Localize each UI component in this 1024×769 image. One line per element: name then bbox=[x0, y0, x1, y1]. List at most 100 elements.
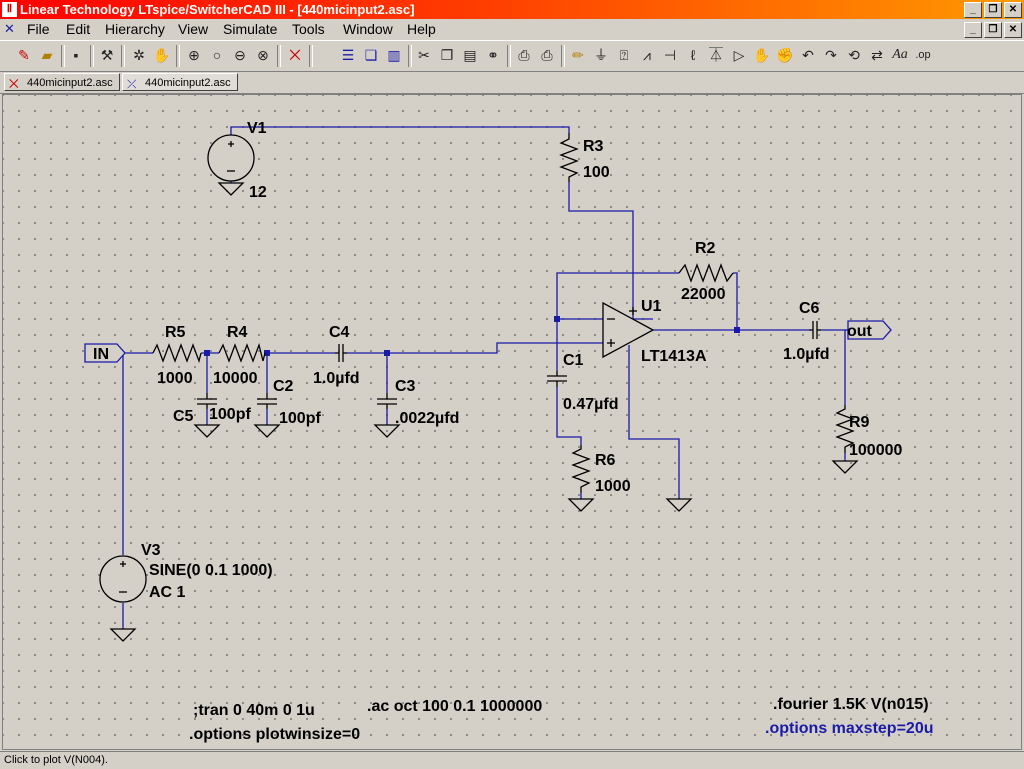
wire-u1-gnd[interactable] bbox=[628, 345, 680, 499]
r5-ref-label[interactable]: R5 bbox=[165, 324, 186, 341]
r2-value-label[interactable]: 22000 bbox=[681, 286, 726, 303]
print-setup-icon[interactable]: ⎙ bbox=[518, 47, 530, 63]
doc-minimize-button[interactable]: _ bbox=[964, 22, 982, 38]
cut-icon[interactable]: ✂ bbox=[418, 47, 430, 63]
waveform-icon[interactable]: ⨉ bbox=[289, 47, 301, 63]
c4-ref-label[interactable]: C4 bbox=[329, 324, 350, 341]
tab-waveform[interactable]: ⨉ 440micinput2.asc bbox=[4, 73, 120, 91]
c3-ground-icon[interactable] bbox=[373, 424, 401, 438]
doc-close-button[interactable]: ✕ bbox=[1004, 22, 1022, 38]
control-panel-icon[interactable]: ⚒ bbox=[100, 47, 114, 63]
c6-ref-label[interactable]: C6 bbox=[799, 300, 820, 317]
ltspice-app-icon[interactable]: Ⅱ bbox=[2, 2, 17, 17]
ac-directive[interactable]: .ac oct 100 0.1 1000000 bbox=[367, 698, 542, 715]
r6-value-label[interactable]: 1000 bbox=[595, 478, 631, 495]
capacitor-icon[interactable]: ⊣ bbox=[663, 47, 677, 63]
minimize-button[interactable]: _ bbox=[964, 2, 982, 18]
copy-icon[interactable]: ❐ bbox=[440, 47, 454, 63]
component-icon[interactable]: ▷ bbox=[733, 47, 745, 63]
r6-resistor[interactable] bbox=[571, 445, 591, 493]
cascade-icon[interactable]: ❏ bbox=[364, 47, 378, 63]
menu-tools[interactable]: Tools bbox=[292, 21, 325, 37]
print-icon[interactable]: ⎙ bbox=[541, 47, 553, 63]
v3-value-line2[interactable]: AC 1 bbox=[149, 584, 186, 601]
ground-icon[interactable]: ⏚ bbox=[594, 47, 608, 63]
tran-directive[interactable]: ;tran 0 40m 0 1u bbox=[193, 702, 315, 719]
v3-value-line1[interactable]: SINE(0 0.1 1000) bbox=[149, 562, 273, 579]
v1-ground-icon[interactable] bbox=[217, 182, 245, 196]
u1-ground-icon[interactable] bbox=[665, 498, 693, 512]
r9-ground-icon[interactable] bbox=[831, 460, 859, 474]
options-maxstep-directive[interactable]: .options maxstep=20u bbox=[765, 720, 934, 737]
c2-capacitor[interactable] bbox=[257, 393, 277, 409]
out-net-flag[interactable] bbox=[847, 320, 892, 340]
wire-c4-u1[interactable] bbox=[347, 342, 603, 354]
menu-window[interactable]: Window bbox=[343, 21, 393, 37]
tab-schematic[interactable]: ⤫ 440micinput2.asc bbox=[122, 73, 238, 91]
r2-ref-label[interactable]: R2 bbox=[695, 240, 716, 257]
wire-c1-r6[interactable] bbox=[556, 387, 582, 445]
fourier-directive[interactable]: .fourier 1.5K V(n015) bbox=[773, 696, 929, 713]
wire-icon[interactable]: ✏ bbox=[572, 47, 584, 63]
save-icon[interactable]: ▪ bbox=[73, 47, 79, 63]
v3-ref-label[interactable]: V3 bbox=[141, 542, 161, 559]
u1-ref-label[interactable]: U1 bbox=[641, 298, 662, 315]
c6-capacitor[interactable] bbox=[809, 321, 821, 339]
doc-restore-button[interactable]: ❐ bbox=[984, 22, 1002, 38]
zoom-in-icon[interactable]: ⊕ bbox=[188, 47, 200, 63]
zoom-out-icon[interactable]: ⊖ bbox=[234, 47, 246, 63]
c3-capacitor[interactable] bbox=[377, 393, 397, 409]
menu-edit[interactable]: Edit bbox=[66, 21, 91, 37]
open-icon[interactable]: ▰ bbox=[41, 47, 53, 63]
out-net-label[interactable]: out bbox=[847, 323, 873, 340]
wire-c6-r9[interactable] bbox=[821, 329, 846, 405]
u1-opamp[interactable] bbox=[602, 301, 655, 359]
c5-ref-label[interactable]: C5 bbox=[173, 408, 194, 425]
c5-ground-icon[interactable] bbox=[193, 424, 221, 438]
inductor-icon[interactable]: ℓ bbox=[690, 47, 696, 63]
maximize-button[interactable]: ❐ bbox=[984, 2, 1002, 18]
new-schematic-icon[interactable]: ✎ bbox=[18, 47, 30, 63]
r2-resistor[interactable] bbox=[678, 263, 734, 283]
paste-icon[interactable]: ▤ bbox=[463, 47, 477, 63]
r3-resistor[interactable] bbox=[559, 133, 579, 182]
mirror-icon[interactable]: ⇄ bbox=[871, 47, 883, 63]
find-icon[interactable]: ⚭ bbox=[487, 47, 499, 63]
c2-ground-icon[interactable] bbox=[253, 424, 281, 438]
pan-icon[interactable]: ✋ bbox=[153, 47, 171, 63]
c2-value-label[interactable]: 100pf bbox=[279, 410, 321, 427]
options-plotwinsize-directive[interactable]: .options plotwinsize=0 bbox=[189, 726, 360, 743]
rotate-icon[interactable]: ⟲ bbox=[848, 47, 860, 63]
tile-horizontal-icon[interactable]: ☰ bbox=[341, 47, 355, 63]
c2-ref-label[interactable]: C2 bbox=[273, 378, 294, 395]
close-button[interactable]: ✕ bbox=[1004, 2, 1022, 18]
r3-value-label[interactable]: 100 bbox=[583, 164, 610, 181]
r6-ground-icon[interactable] bbox=[567, 498, 595, 512]
c1-capacitor[interactable] bbox=[547, 371, 567, 387]
r5-resistor[interactable] bbox=[152, 343, 202, 364]
c6-value-label[interactable]: 1.0µfd bbox=[783, 346, 830, 363]
c3-value-label[interactable]: .0022µfd bbox=[395, 410, 459, 427]
c4-capacitor[interactable] bbox=[335, 344, 347, 362]
v1-voltage-source[interactable] bbox=[207, 134, 255, 182]
wire-r2-left[interactable] bbox=[556, 272, 679, 319]
zoom-fit-icon[interactable]: ⊗ bbox=[257, 47, 269, 63]
c4-value-label[interactable]: 1.0µfd bbox=[313, 370, 360, 387]
in-net-flag[interactable] bbox=[84, 343, 126, 363]
drag-icon[interactable]: ✊ bbox=[776, 47, 794, 63]
wire-r3-u1plus[interactable] bbox=[568, 182, 653, 320]
r6-ref-label[interactable]: R6 bbox=[595, 452, 616, 469]
r5-value-label[interactable]: 1000 bbox=[157, 370, 193, 387]
wire-v1-r3[interactable] bbox=[230, 126, 570, 141]
spice-directive-icon[interactable]: .op bbox=[915, 49, 931, 61]
v1-ref-label[interactable]: V1 bbox=[247, 120, 267, 137]
diode-icon[interactable]: ⏄ bbox=[709, 47, 723, 63]
menu-help[interactable]: Help bbox=[407, 21, 436, 37]
v3-ground-icon[interactable] bbox=[109, 628, 137, 642]
text-icon[interactable]: Aa bbox=[892, 47, 908, 62]
c1-value-label[interactable]: 0.47µfd bbox=[563, 396, 618, 413]
r3-ref-label[interactable]: R3 bbox=[583, 138, 604, 155]
wire-r2-right-out[interactable] bbox=[733, 272, 809, 331]
r9-resistor[interactable] bbox=[835, 405, 855, 453]
redo-icon[interactable]: ↷ bbox=[825, 47, 837, 63]
